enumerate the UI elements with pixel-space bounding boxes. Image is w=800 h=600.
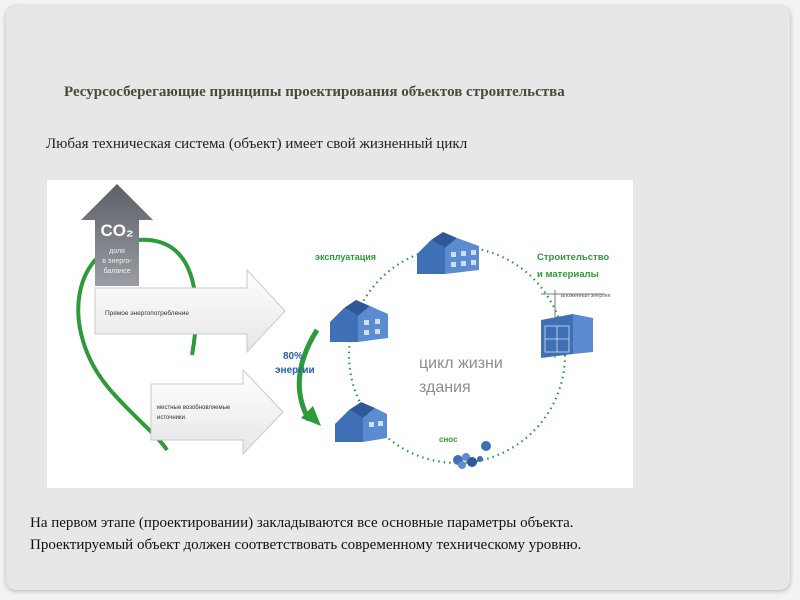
diagram-canvas: CO₂ доля в энерго- балансе Прямое энерго…	[76, 184, 610, 469]
co2-caption-2: в энерго-	[102, 258, 132, 265]
paragraph-line-2: Проектируемый объект должен соответствов…	[30, 537, 582, 553]
stage-operation-label: эксплуатация	[315, 252, 376, 262]
debris-icon	[453, 441, 491, 469]
embodied-energy-label: вложенная энергия	[561, 293, 610, 299]
house-icon	[417, 232, 479, 274]
energy-arc-head	[301, 406, 321, 426]
slide-subtitle: Любая техническая система (объект) имеет…	[46, 136, 468, 152]
construction-icon	[541, 290, 605, 358]
center-label-1: цикл жизни	[419, 355, 503, 372]
stage-construction-label-1: Строительство	[537, 252, 609, 263]
slide-paragraph: На первом этапе (проектировании) заклады…	[30, 512, 775, 556]
stage-demolition-label: снос	[439, 435, 458, 444]
house-icon	[335, 402, 387, 442]
center-label-2: здания	[419, 379, 471, 396]
local-sources-label-2: источники	[157, 415, 185, 421]
local-sources-arrow	[150, 368, 284, 456]
co2-caption-1: доля	[109, 248, 125, 255]
direct-energy-label: Прямое энергопотребление	[105, 309, 189, 317]
slide-title: Ресурсосберегающие принципы проектирован…	[64, 84, 565, 100]
direct-energy-arrow	[94, 268, 286, 354]
co2-label: CO₂	[100, 221, 133, 240]
house-icon	[330, 300, 388, 342]
local-sources-label-1: местные возобновляемые	[157, 405, 231, 411]
percent-label: 80%	[283, 351, 303, 362]
co2-caption-3: балансе	[104, 267, 131, 275]
stage-construction-label-2: и материалы	[537, 269, 599, 280]
green-loop-lower	[110, 390, 169, 452]
percent-caption: энергии	[275, 365, 315, 376]
co2-arrow	[81, 184, 153, 286]
life-cycle-diagram: CO₂ доля в энерго- балансе Прямое энерго…	[47, 180, 633, 488]
paragraph-line-1: На первом этапе (проектировании) заклады…	[30, 515, 574, 531]
energy-arc	[296, 328, 320, 422]
